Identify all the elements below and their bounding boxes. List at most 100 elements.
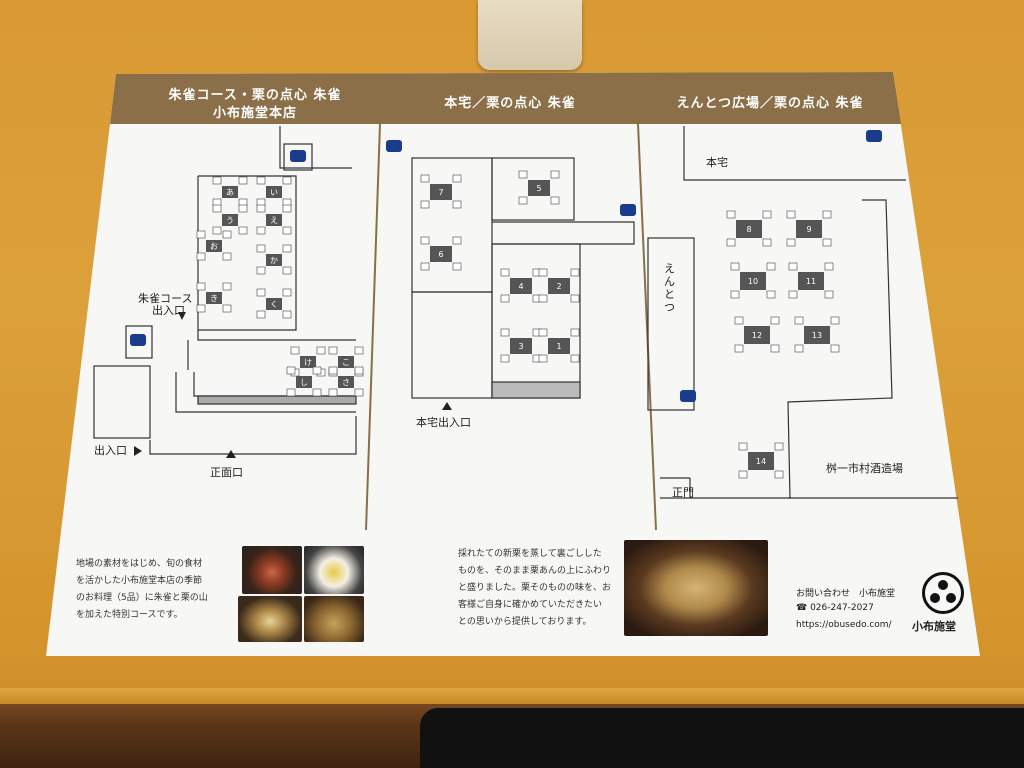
left-description: 地場の素材をはじめ、旬の食材を活かした小布施堂本店の季節 のお料理（5品）に朱雀… (76, 559, 208, 620)
dark-object (420, 708, 1024, 768)
seating-table (266, 254, 282, 266)
seat (570, 268, 580, 277)
seating-table (206, 240, 222, 252)
table-label: 3 (518, 342, 523, 351)
montblanc-photo (304, 596, 364, 642)
table-label: 13 (812, 331, 822, 340)
seat (538, 294, 548, 303)
seat (762, 238, 772, 247)
table-label: お (210, 242, 218, 251)
seat (212, 226, 222, 235)
seat (282, 244, 292, 253)
seat (538, 354, 548, 363)
table-label: 11 (806, 277, 816, 286)
seat (570, 328, 580, 337)
seating-table (222, 186, 238, 198)
seat (518, 170, 528, 179)
seat (196, 304, 206, 313)
table-label: 9 (806, 225, 811, 234)
seat (570, 354, 580, 363)
seat (734, 344, 744, 353)
table-label: え (270, 216, 278, 225)
seat (734, 316, 744, 325)
seat (500, 268, 510, 277)
table-label: 2 (556, 282, 561, 291)
seat (774, 470, 784, 479)
seating-table (740, 272, 766, 290)
seimon-label: 正門 (672, 486, 694, 499)
seat (786, 238, 796, 247)
seat (830, 316, 840, 325)
table-label: き (210, 294, 218, 303)
seating-table (798, 272, 824, 290)
seat (538, 268, 548, 277)
inquiry-label: お問い合わせ 小布施堂 (796, 589, 896, 599)
honke-label: 本宅 (706, 156, 728, 169)
seat (312, 366, 322, 375)
seating-table (266, 214, 282, 226)
front-entrance-label: 正面口 (210, 466, 243, 479)
website-link[interactable]: https://obusedo.com/ (796, 620, 892, 630)
seat (256, 204, 266, 213)
seat (256, 288, 266, 297)
table-label: 12 (752, 331, 762, 340)
seating-table (338, 356, 354, 368)
seat (452, 200, 462, 209)
seat (238, 204, 248, 213)
table-label: 1 (556, 342, 561, 351)
left-panel-title-1: 朱雀コース・栗の点心 朱雀 (168, 88, 342, 103)
table-label: 10 (748, 277, 758, 286)
seat (222, 252, 232, 261)
table-label: さ (342, 378, 350, 387)
seat (256, 266, 266, 275)
seat (538, 328, 548, 337)
seat (452, 262, 462, 271)
seat (794, 344, 804, 353)
middle-panel-title: 本宅／栗の点心 朱雀 (444, 96, 576, 111)
seating-table (206, 292, 222, 304)
seat (788, 262, 798, 271)
seat (282, 226, 292, 235)
seat (282, 288, 292, 297)
seat (196, 252, 206, 261)
entotsu-label: えんとつ (664, 262, 675, 314)
seating-table (510, 278, 532, 294)
seat (286, 388, 296, 397)
seat (500, 354, 510, 363)
restroom-icon (620, 204, 636, 216)
chestnut-sweet-photo (238, 596, 302, 642)
restroom-icon (386, 140, 402, 152)
table-label: し (300, 378, 308, 387)
seat (316, 346, 326, 355)
chestnut-photo (304, 546, 364, 594)
table-label: い (270, 188, 278, 197)
seat (420, 174, 430, 183)
seating-table (430, 246, 452, 262)
seat (238, 226, 248, 235)
seating-table (748, 452, 774, 470)
seating-table (804, 326, 830, 344)
seat (774, 442, 784, 451)
seat (286, 366, 296, 375)
seat (788, 290, 798, 299)
seating-table (528, 180, 550, 196)
middle-description: 採れたての新栗を蒸して裏ごししたものを、そのまま栗あんの上にふわり と盛りました… (458, 549, 612, 627)
restroom-icon (130, 334, 146, 346)
dish-photo (242, 546, 302, 594)
seat (282, 310, 292, 319)
seat (822, 238, 832, 247)
table-label: け (304, 358, 312, 367)
seating-table (300, 356, 316, 368)
table-label: 4 (518, 282, 523, 291)
table-label: あ (226, 188, 234, 197)
seat (824, 290, 834, 299)
seat (222, 230, 232, 239)
seat (730, 262, 740, 271)
seat (212, 176, 222, 185)
table-edge (0, 688, 1024, 704)
restroom-icon (680, 390, 696, 402)
seat (282, 204, 292, 213)
seat (196, 282, 206, 291)
table-label: 8 (746, 225, 751, 234)
seat (212, 204, 222, 213)
